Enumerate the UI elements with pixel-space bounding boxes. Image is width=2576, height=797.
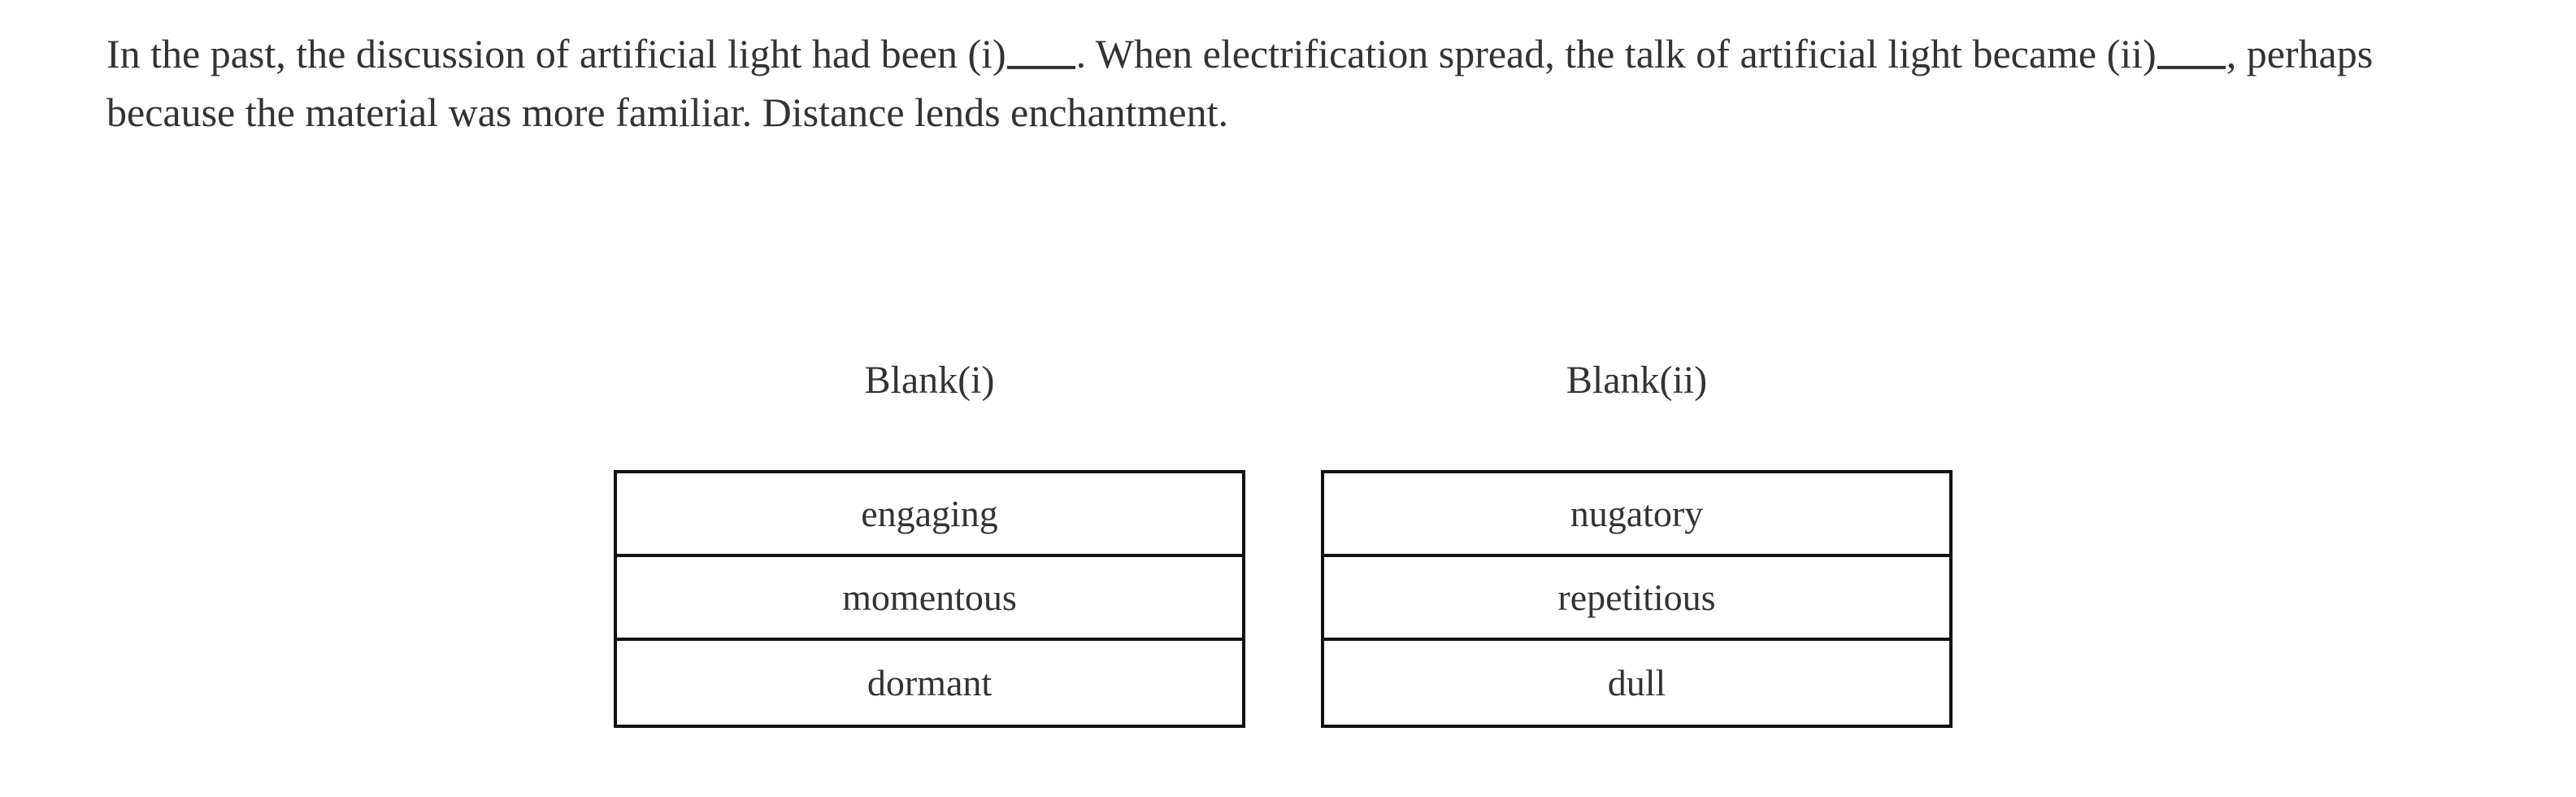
choice-label: repetitious <box>1557 576 1716 618</box>
choice-option-ii-3[interactable]: dull <box>1324 641 1949 725</box>
choice-label: dormant <box>867 661 993 703</box>
choice-label: momentous <box>842 576 1017 618</box>
choice-table-blank-ii: nugatory repetitious dull <box>1321 470 1953 728</box>
answer-group-blank-ii: Blank(ii) nugatory repetitious dull <box>1321 358 1953 728</box>
choice-table-blank-i: engaging momentous dormant <box>614 470 1245 728</box>
passage-segment-3: , perhaps because the material was more … <box>106 31 2374 135</box>
choice-option-ii-1[interactable]: nugatory <box>1324 473 1949 557</box>
choice-option-i-3[interactable]: dormant <box>617 641 1242 725</box>
answer-group-heading-blank-ii: Blank(ii) <box>1566 359 1708 402</box>
answer-choices-area: Blank(i) engaging momentous dormant Blan… <box>614 358 1955 732</box>
choice-option-i-1[interactable]: engaging <box>617 473 1242 557</box>
choice-label: nugatory <box>1570 492 1704 534</box>
choice-option-ii-2[interactable]: repetitious <box>1324 557 1949 641</box>
passage-segment-1: In the past, the discussion of artificia… <box>106 31 1006 76</box>
answer-group-heading-blank-i: Blank(i) <box>864 359 995 402</box>
blank-ii-placeholder <box>2157 40 2226 69</box>
passage-text: In the past, the discussion of artificia… <box>106 24 2480 142</box>
choice-label: engaging <box>861 492 998 534</box>
choice-option-i-2[interactable]: momentous <box>617 557 1242 641</box>
passage-segment-2: . When electrification spread, the talk … <box>1075 31 2157 76</box>
blank-i-placeholder <box>1006 40 1075 69</box>
answer-group-blank-i: Blank(i) engaging momentous dormant <box>614 358 1245 728</box>
choice-label: dull <box>1607 661 1666 703</box>
